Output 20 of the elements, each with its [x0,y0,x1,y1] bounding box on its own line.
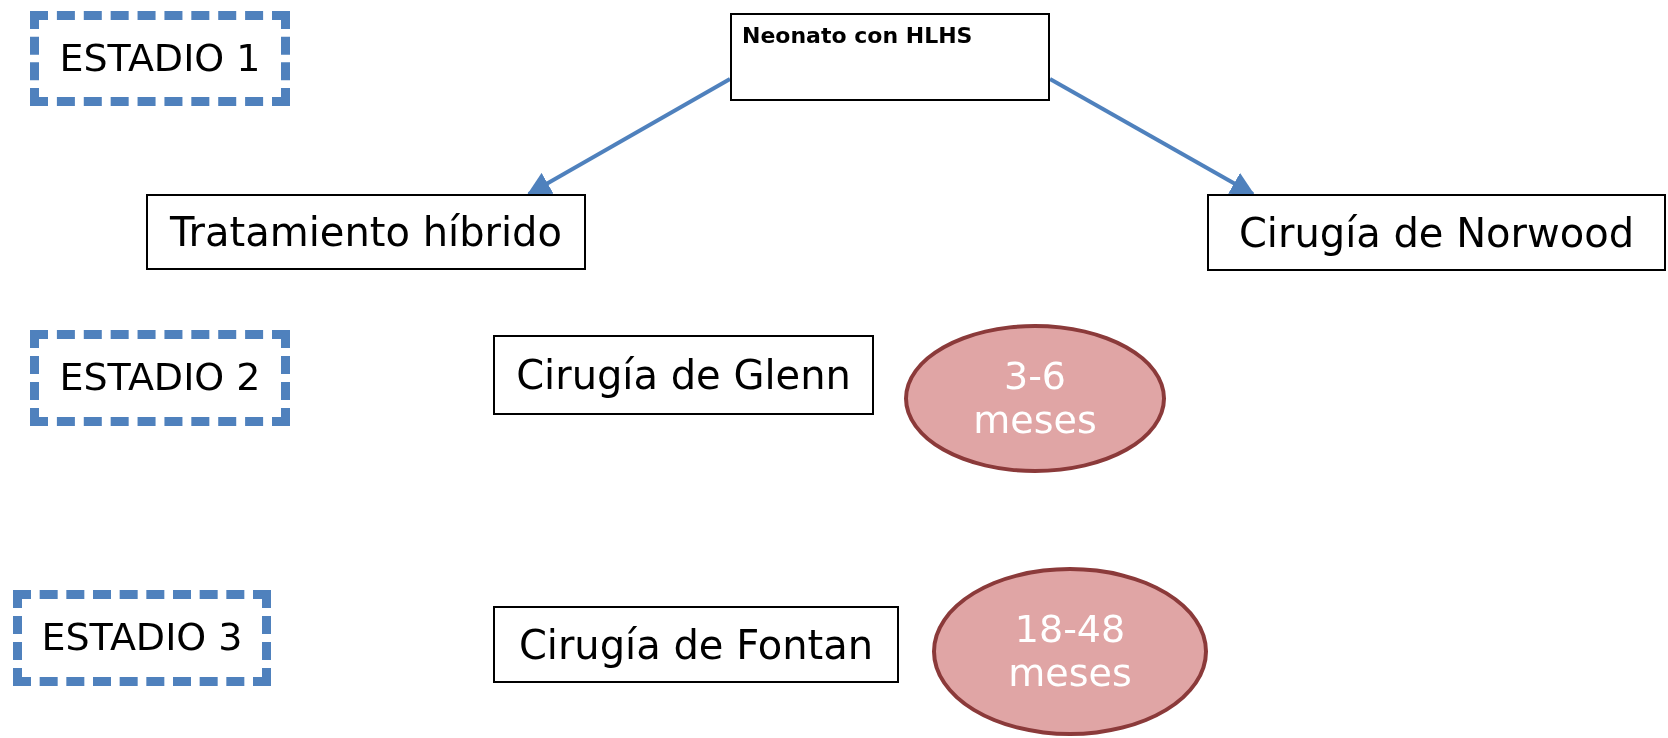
arrow [1049,77,1255,196]
stage-label: ESTADIO 1 [59,36,261,81]
box-label: Cirugía de Fontan [518,621,874,668]
stage-label-box [13,590,271,686]
box-label: Neonato con HLHS [742,23,973,49]
duration-text: 3-6 meses [972,354,1098,443]
stage-label: ESTADIO 2 [59,356,261,400]
stage-label-box [30,11,290,106]
box-label: Cirugía de Norwood [1238,209,1635,256]
process-box [146,194,586,270]
stage-label: ESTADIO 3 [41,616,243,660]
process-box [730,13,1050,101]
process-box [493,606,899,683]
process-box [493,335,874,415]
arrow [526,77,731,196]
process-box [1207,194,1666,271]
box-label: Cirugía de Glenn [516,352,851,398]
box-label: Tratamiento híbrido [170,209,562,255]
duration-text: 18-48 meses [1007,607,1133,696]
stage-label-box [30,330,290,426]
